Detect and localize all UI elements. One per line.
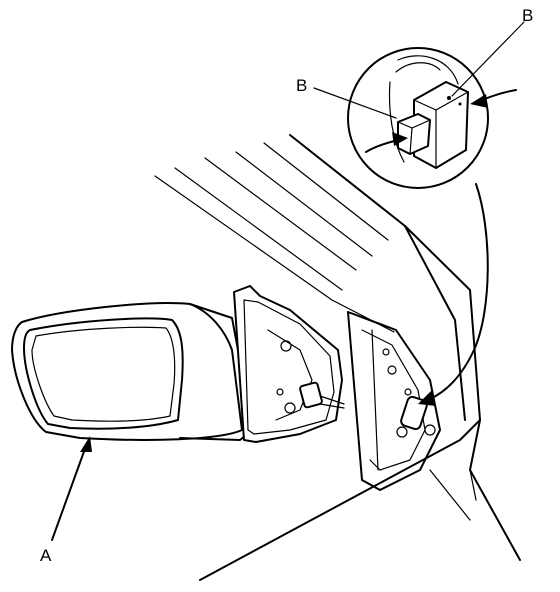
label-b-top: B bbox=[522, 6, 533, 25]
detail-pointer-arrow bbox=[418, 183, 489, 406]
connector-detail-icon bbox=[347, 47, 517, 189]
door-frame-icon bbox=[154, 134, 521, 581]
label-a: A bbox=[40, 546, 52, 565]
label-b-left: B bbox=[296, 76, 307, 95]
label-b-top-callout: B bbox=[451, 6, 533, 97]
side-mirror-assembly-icon bbox=[11, 285, 345, 443]
label-a-callout: A bbox=[40, 436, 92, 565]
label-b-left-callout: B bbox=[296, 76, 397, 119]
